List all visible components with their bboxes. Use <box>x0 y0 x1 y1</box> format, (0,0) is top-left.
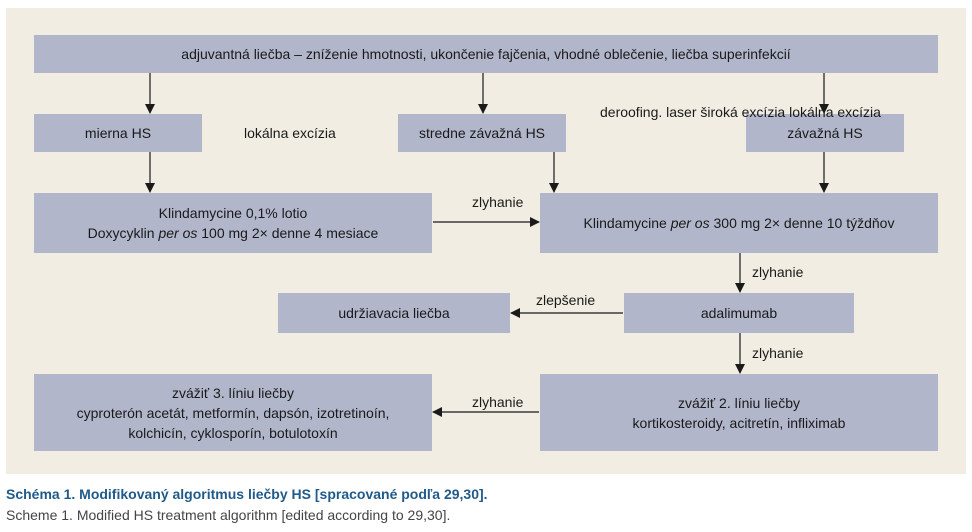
moderate-hs-box: stredne závažná HS <box>398 114 566 152</box>
third-line-drugs-2: kolchicín, cyklosporín, botulotoxín <box>128 424 338 441</box>
surgery-option-3: lokálna excízia <box>789 104 881 120</box>
improvement-label: zlepšenie <box>536 292 596 308</box>
maintenance-therapy-text: udržiavacia liečba <box>338 305 450 321</box>
doxycycline-line: Doxycyklin per os 100 mg 2× denne 4 mesi… <box>87 225 379 241</box>
adalimumab-text: adalimumab <box>700 305 778 321</box>
failure-label-2: zlyhanie <box>752 264 804 280</box>
failure-label-4: zlyhanie <box>472 394 524 410</box>
adalimumab-box: adalimumab <box>624 293 854 333</box>
severe-hs-box: závažná HS <box>746 114 904 152</box>
adjuvant-therapy-box: adjuvantná liečba – zníženie hmotnosti, … <box>34 35 938 73</box>
connector-arrows <box>145 73 829 417</box>
caption-slovak: Schéma 1. Modifikovaný algoritmus liečby… <box>6 486 488 502</box>
mild-hs-text: mierna HS <box>84 125 152 141</box>
third-line-therapy-box: zvážiť 3. líniu liečby cyproterón acetát… <box>34 374 432 451</box>
caption-english: Scheme 1. Modified HS treatment algorith… <box>6 507 451 523</box>
second-line-drugs: kortikosteroidy, acitretín, infliximab <box>632 414 846 431</box>
second-line-therapy-box: zvážiť 2. líniu liečby kortikosteroidy, … <box>540 374 938 451</box>
adjuvant-therapy-text: adjuvantná liečba – zníženie hmotnosti, … <box>181 46 791 62</box>
maintenance-therapy-box: udržiavacia liečba <box>278 293 510 333</box>
clindamycin-topical-line1: Klindamycine 0,1% lotio <box>158 205 308 221</box>
third-line-title: zvážiť 3. líniu liečby <box>172 384 294 401</box>
failure-label-1: zlyhanie <box>472 194 524 210</box>
mild-hs-box: mierna HS <box>34 114 202 152</box>
severe-hs-text: závažná HS <box>787 125 863 141</box>
local-excision-label: lokálna excízia <box>244 125 336 141</box>
second-line-title: zvážiť 2. líniu liečby <box>678 394 800 411</box>
clindamycin-oral-text: Klindamycine per os 300 mg 2× denne 10 t… <box>583 215 895 231</box>
surgery-options-label: deroofing. laser široká excízia lokálna … <box>600 101 881 123</box>
clindamycin-oral-box: Klindamycine per os 300 mg 2× denne 10 t… <box>540 193 938 253</box>
third-line-drugs-1: cyproterón acetát, metformín, dapsón, iz… <box>76 404 390 421</box>
clindamycin-topical-box: Klindamycine 0,1% lotio Doxycyklin per o… <box>34 193 432 253</box>
surgery-option-2: široká excízia <box>700 104 786 120</box>
moderate-hs-text: stredne závažná HS <box>418 125 546 141</box>
failure-label-3: zlyhanie <box>752 345 804 361</box>
surgery-option-1: deroofing. laser <box>600 104 697 120</box>
